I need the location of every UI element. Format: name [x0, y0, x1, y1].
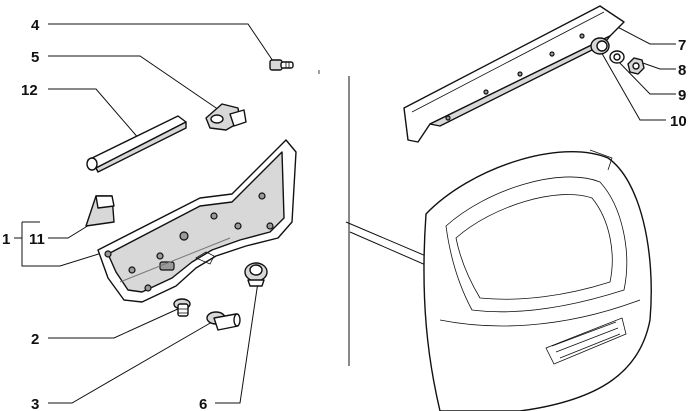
- callout-2[interactable]: 2: [31, 331, 39, 348]
- leader-11: [48, 221, 95, 239]
- leader-3: [48, 321, 213, 404]
- callout-12[interactable]: 12: [21, 82, 38, 99]
- rear-spoiler-part-7[interactable]: [403, 5, 625, 143]
- bushing-part-10[interactable]: [590, 37, 610, 55]
- leader-2: [48, 307, 181, 339]
- leader-7: [607, 21, 676, 45]
- callout-11[interactable]: 11: [29, 231, 45, 248]
- callout-9[interactable]: 9: [678, 87, 686, 104]
- cap-part-11[interactable]: [85, 195, 115, 227]
- callout-6[interactable]: 6: [199, 396, 207, 411]
- nut-part-8[interactable]: [627, 57, 645, 75]
- leader-5: [48, 55, 223, 113]
- washer-part-9[interactable]: [609, 50, 625, 64]
- screw-part-2[interactable]: [173, 298, 191, 317]
- leader-6: [215, 281, 259, 404]
- callout-4[interactable]: 4: [31, 17, 40, 34]
- callout-10[interactable]: 10: [670, 113, 687, 130]
- leader-10: [599, 49, 666, 121]
- callout-5[interactable]: 5: [31, 49, 39, 66]
- push-clip-part-3[interactable]: [206, 311, 241, 331]
- leader-4: [48, 23, 276, 65]
- tailgate-trim-panel-part-1[interactable]: [97, 139, 297, 303]
- leader-8: [639, 61, 676, 70]
- trim-strip-part-12[interactable]: [86, 115, 187, 173]
- callout-3[interactable]: 3: [31, 396, 39, 411]
- tailgate-outline: [423, 149, 652, 411]
- callout-7[interactable]: 7: [678, 37, 686, 54]
- grommet-part-6[interactable]: [244, 262, 268, 287]
- callout-8[interactable]: 8: [678, 62, 686, 79]
- latch-bracket-part-5[interactable]: [205, 103, 247, 131]
- leader-12: [48, 88, 141, 141]
- leader-9: [614, 57, 676, 95]
- clip-part-4[interactable]: [269, 59, 294, 71]
- callout-1[interactable]: 1: [2, 231, 10, 248]
